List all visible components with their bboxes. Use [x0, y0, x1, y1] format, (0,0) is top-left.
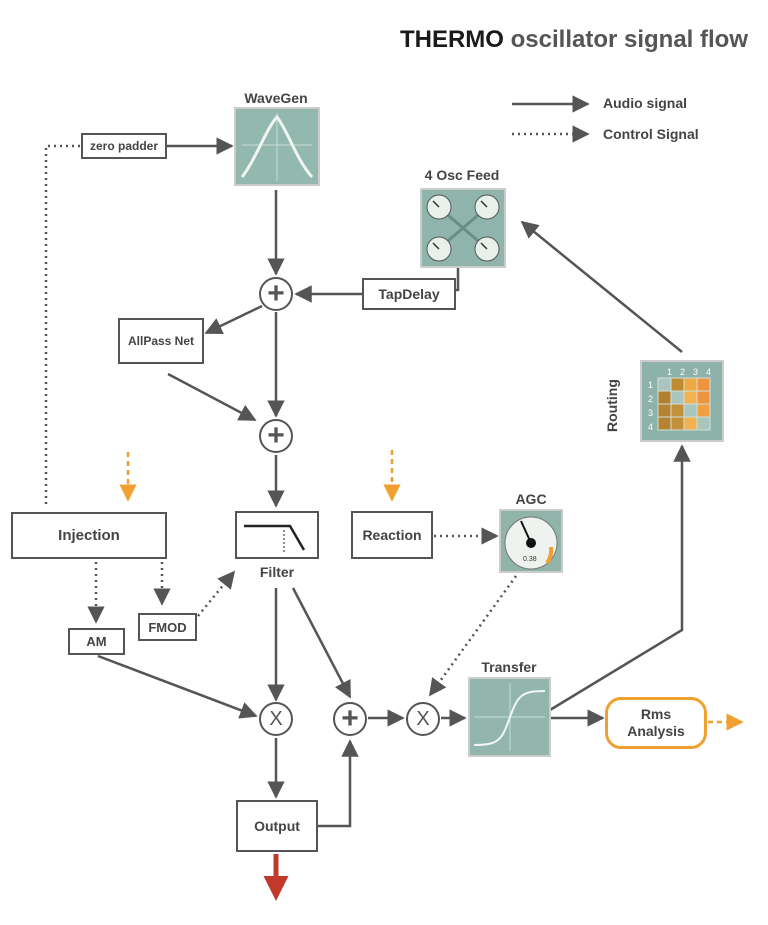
routing-col-1: 1 [667, 367, 672, 377]
title-bold: THERMO [399, 26, 504, 53]
osc-feed-display [422, 190, 504, 266]
wire-am-times1 [97, 654, 258, 719]
wire-injection-zeropadder [44, 144, 82, 504]
wavegen-display [236, 109, 318, 184]
routing-col-4: 4 [706, 367, 711, 377]
multiply-operator-2: X [406, 702, 440, 736]
wire-plus1-allpass [204, 304, 263, 335]
routing-module[interactable]: 1 2 3 4 1 2 3 4 [640, 360, 724, 442]
rms-label-line2: Analysis [627, 723, 685, 739]
filter-label: Filter [259, 564, 295, 580]
zero-padder-box[interactable]: zero padder [81, 133, 167, 159]
wire-transfer-routing [549, 444, 691, 712]
wavegen-module[interactable] [234, 107, 320, 186]
osc-feed-label: 4 Osc Feed [424, 167, 500, 183]
routing-row-2: 2 [648, 394, 653, 404]
wire-filter-plus3 [291, 587, 352, 699]
rms-label-line1: Rms [640, 706, 672, 722]
title-rest: oscillator signal flow [510, 26, 748, 53]
transfer-label: Transfer [481, 659, 537, 675]
agc-gauge: 0.38 [501, 511, 561, 571]
wire-oscfeed-tapdelay [456, 268, 460, 292]
agc-module[interactable]: 0.38 [499, 509, 563, 573]
plus-operator-3: + [333, 702, 367, 736]
fmod-box[interactable]: FMOD [138, 613, 197, 641]
filter-response-icon [244, 524, 306, 552]
wire-agc-times2 [428, 575, 518, 697]
routing-row-1: 1 [648, 380, 653, 390]
legend-control-label: Control Signal [603, 126, 699, 142]
wire-fmod-filter [197, 570, 236, 617]
agc-label: AGC [515, 491, 547, 507]
reaction-box[interactable]: Reaction [351, 511, 433, 559]
allpass-net-box[interactable]: AllPass Net [118, 318, 204, 364]
routing-row-3: 3 [648, 408, 653, 418]
injection-box[interactable]: Injection [11, 512, 167, 559]
routing-col-3: 3 [693, 367, 698, 377]
wire-allpass-plus2 [167, 372, 257, 422]
tapdelay-box[interactable]: TapDelay [362, 278, 456, 310]
wire-routing-oscfeed [520, 220, 683, 353]
agc-value: 0.38 [523, 556, 537, 563]
multiply-operator-1: X [259, 702, 293, 736]
plus-operator-2: + [259, 419, 293, 453]
routing-grid: 1 2 3 4 1 2 3 4 [642, 362, 722, 440]
transfer-module[interactable] [468, 677, 551, 757]
diagram-title: THERMO oscillator signal flow [400, 26, 748, 54]
osc-feed-module[interactable] [420, 188, 506, 268]
output-box[interactable]: Output [236, 800, 318, 852]
routing-row-4: 4 [648, 422, 653, 432]
wavegen-label: WaveGen [244, 90, 308, 106]
plus-operator-1: + [259, 277, 293, 311]
filter-module[interactable] [235, 511, 319, 559]
routing-col-2: 2 [680, 367, 685, 377]
transfer-curve-display [470, 679, 549, 755]
legend-audio-label: Audio signal [603, 95, 687, 111]
rms-analysis-box[interactable]: Rms Analysis [605, 697, 707, 749]
wire-output-plus3 [318, 739, 359, 828]
am-box[interactable]: AM [68, 628, 125, 655]
routing-label: Routing [604, 379, 620, 432]
